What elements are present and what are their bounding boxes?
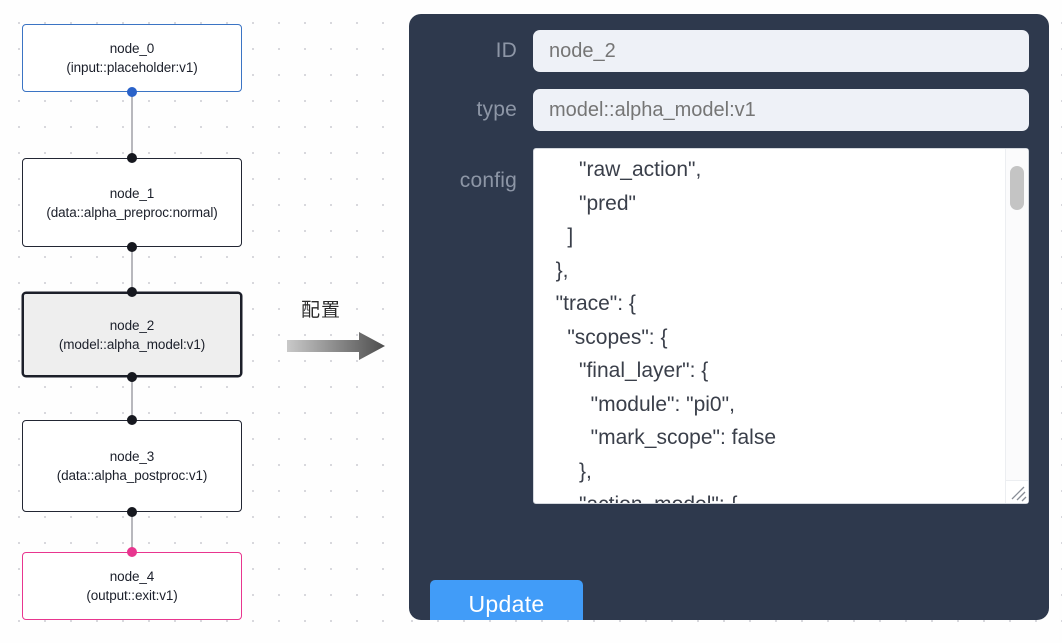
node-label-node_4: node_4(output::exit:v1) — [86, 569, 178, 603]
config-label: config — [459, 169, 517, 192]
graph-node-node_1[interactable]: node_1(data::alpha_preproc:normal) — [22, 158, 242, 247]
right-arrow-icon — [287, 331, 387, 366]
port-node_2-in[interactable] — [127, 287, 137, 297]
graph-node-node_2[interactable]: node_2(model::alpha_model:v1) — [22, 292, 242, 377]
field-row-id: ID — [421, 30, 1029, 72]
graph-node-node_3[interactable]: node_3(data::alpha_postproc:v1) — [22, 420, 242, 512]
config-textarea[interactable]: "raw_action", "pred" ] }, "trace": { "sc… — [533, 148, 1029, 504]
port-node_1-out[interactable] — [127, 242, 137, 252]
node-label-node_3: node_3(data::alpha_postproc:v1) — [56, 449, 208, 483]
graph-canvas[interactable]: node_0(input::placeholder:v1) node_1(dat… — [0, 0, 405, 643]
node-inspector-panel: ID type config "raw_action", "pred" ] },… — [409, 14, 1049, 620]
port-node_3-out[interactable] — [127, 507, 137, 517]
id-label: ID — [495, 39, 517, 62]
edge-node3-node4 — [131, 512, 133, 552]
node-label-node_1: node_1(data::alpha_preproc:normal) — [46, 185, 218, 220]
graph-node-node_0[interactable]: node_0(input::placeholder:v1) — [22, 24, 242, 92]
graph-node-node_4[interactable]: node_4(output::exit:v1) — [22, 552, 242, 620]
port-node_2-out[interactable] — [127, 372, 137, 382]
field-row-config: config "raw_action", "pred" ] }, "trace"… — [421, 148, 1029, 504]
resize-handle-icon[interactable] — [1006, 480, 1028, 503]
node-label-node_2: node_2(model::alpha_model:v1) — [58, 317, 206, 352]
transition-annotation: 配置 — [287, 295, 397, 367]
transition-label: 配置 — [301, 299, 342, 321]
config-scrollbar[interactable] — [1005, 149, 1028, 503]
id-input[interactable] — [533, 30, 1029, 72]
config-scrollbar-thumb[interactable] — [1010, 166, 1024, 210]
field-row-type: type — [421, 89, 1029, 131]
port-node_0-out[interactable] — [127, 87, 137, 97]
edge-node1-node2 — [131, 247, 133, 292]
config-editor-wrap: "raw_action", "pred" ] }, "trace": { "sc… — [533, 148, 1029, 504]
edge-node2-node3 — [131, 377, 133, 420]
update-button[interactable]: Update — [430, 580, 583, 620]
port-node_4-in[interactable] — [127, 547, 137, 557]
port-node_3-in[interactable] — [127, 415, 137, 425]
type-label: type — [476, 98, 517, 121]
port-node_1-in[interactable] — [127, 153, 137, 163]
edge-node0-node1 — [131, 92, 133, 158]
type-input[interactable] — [533, 89, 1029, 131]
node-label-node_0: node_0(input::placeholder:v1) — [66, 41, 198, 75]
